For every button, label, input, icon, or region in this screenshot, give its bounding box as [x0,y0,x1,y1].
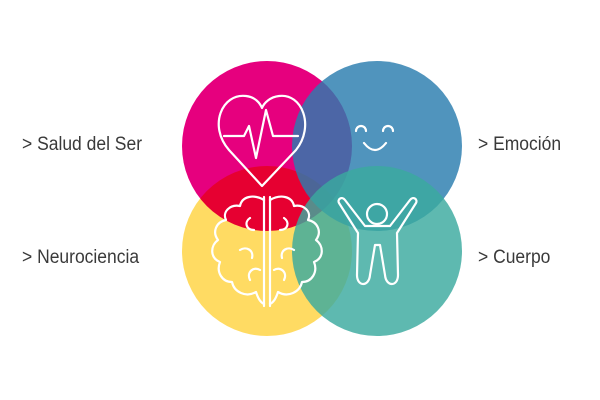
label-salud-del-ser: > Salud del Ser [22,134,143,155]
circle-cuerpo [292,166,462,336]
person-icon [337,197,418,286]
heart-pulse-icon [217,94,307,188]
label-cuerpo: > Cuerpo [478,247,551,268]
label-emocion: > Emoción [478,134,562,155]
label-neurociencia: > Neurociencia [22,247,140,268]
smile-icon [354,124,395,152]
brain-icon [211,195,323,308]
